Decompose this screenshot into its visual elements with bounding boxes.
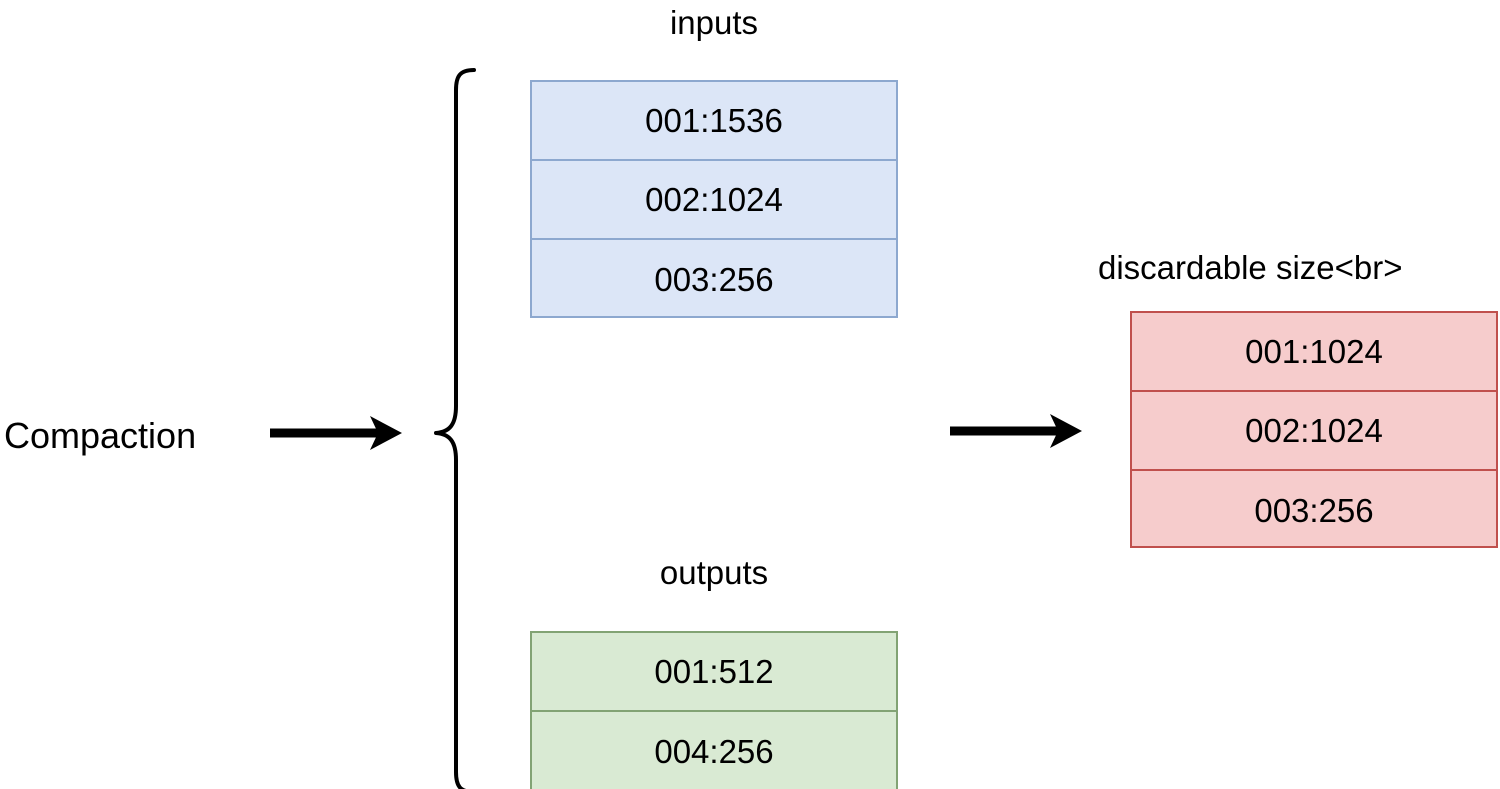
inputs-table: 001:1536 002:1024 003:256: [530, 80, 898, 318]
table-row: 001:512: [532, 633, 896, 712]
curly-brace-icon: [434, 68, 476, 789]
table-row: 003:256: [654, 260, 774, 298]
table-row: 004:256: [654, 732, 774, 770]
table-row: 001:1024: [1132, 313, 1496, 392]
table-row: 003:256: [1254, 491, 1374, 529]
table-row: 002:1024: [532, 161, 896, 240]
arrow-right-icon-inputs-to-discardable: [950, 414, 1082, 448]
table-row: 001:1536: [532, 82, 896, 161]
discardable-group-label: discardable size<br>: [1098, 249, 1403, 286]
table-row: 002:1024: [1132, 392, 1496, 471]
arrow-right-icon-compaction-to-inputs: [270, 416, 402, 450]
discardable-table: 001:1024 002:1024 003:256: [1130, 311, 1498, 548]
process-label: Compaction: [4, 415, 197, 456]
outputs-table: 001:512 004:256: [530, 631, 898, 789]
inputs-group-label: inputs: [669, 4, 759, 41]
outputs-group-label: outputs: [659, 554, 769, 591]
